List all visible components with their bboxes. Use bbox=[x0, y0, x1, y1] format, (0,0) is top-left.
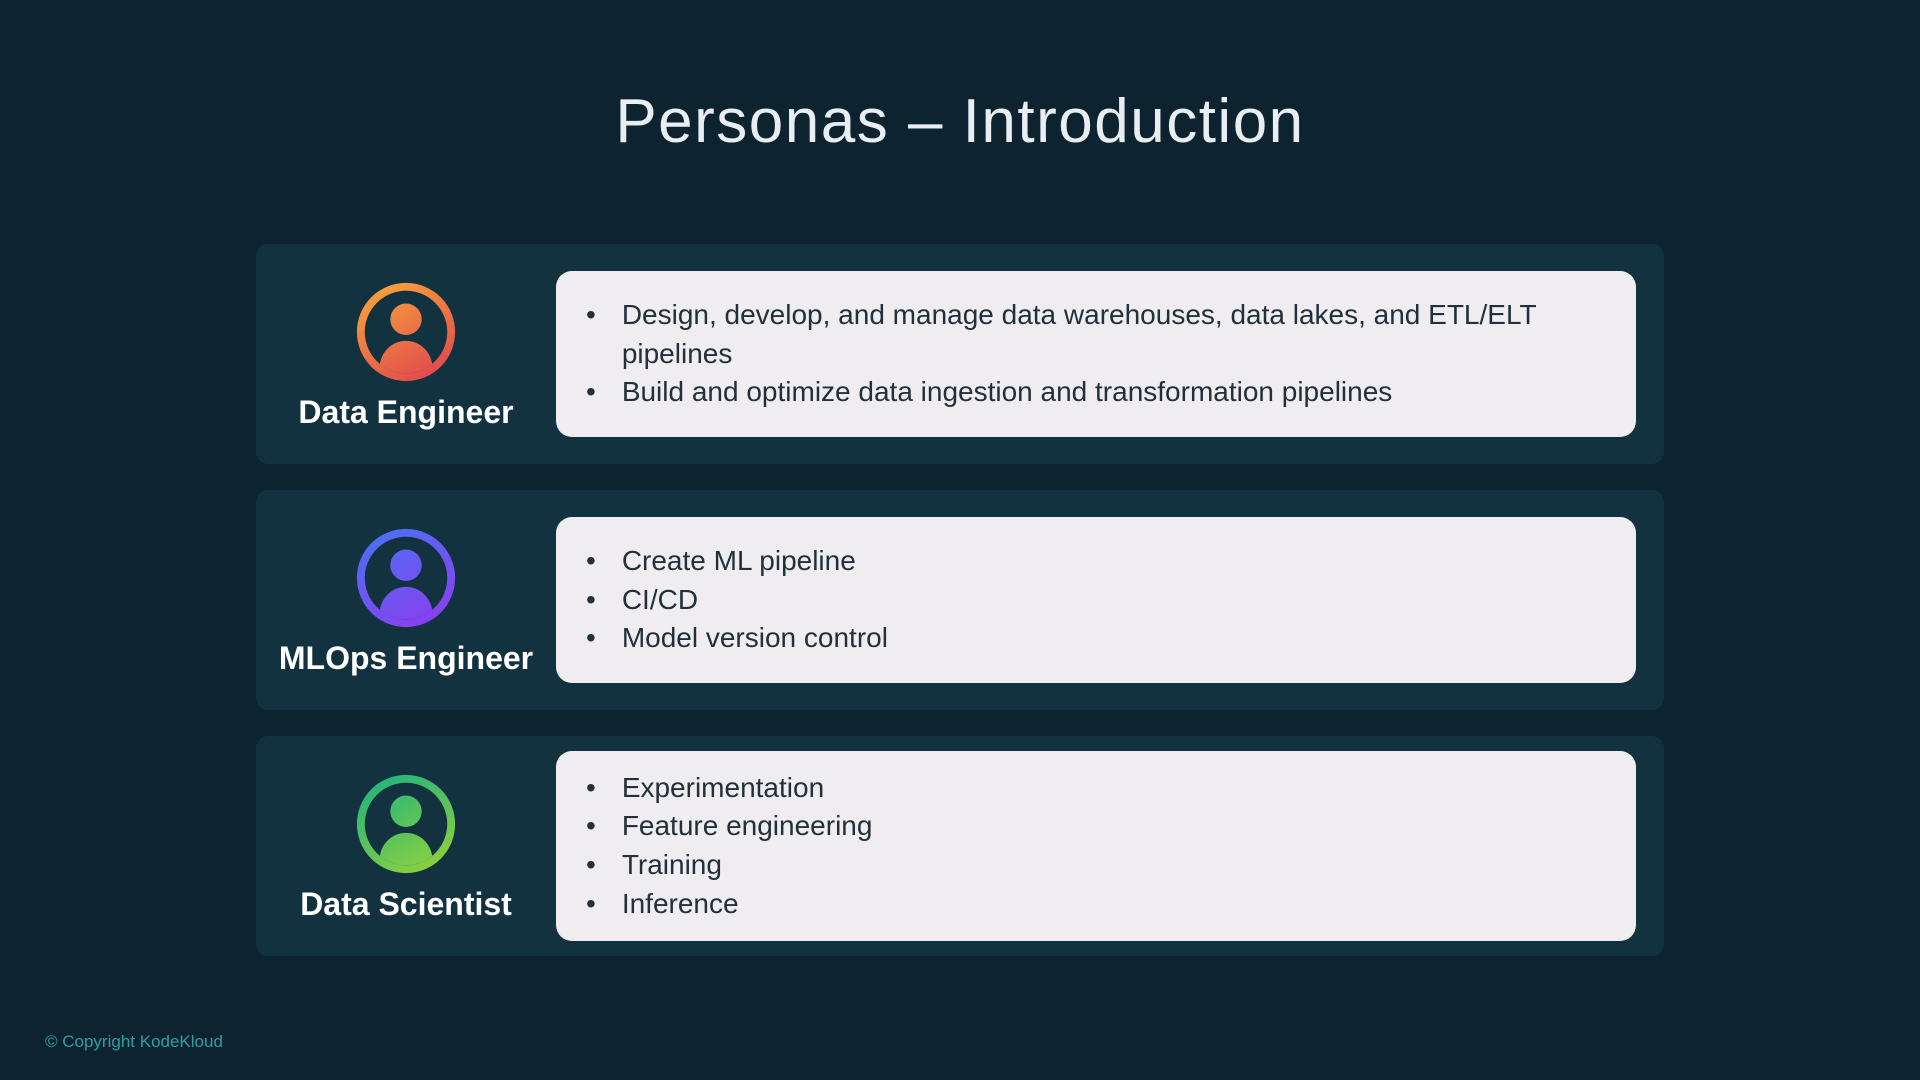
person-icon bbox=[356, 528, 456, 627]
persona-name: Data Engineer bbox=[298, 393, 514, 430]
bullet-item: Build and optimize data ingestion and tr… bbox=[586, 373, 1606, 412]
bullet-item: Design, develop, and manage data warehou… bbox=[586, 296, 1606, 373]
persona-column: MLOps Engineer bbox=[256, 524, 556, 677]
bullet-item: Experimentation bbox=[586, 769, 1606, 808]
bullets-card: Experimentation Feature engineering Trai… bbox=[556, 750, 1636, 942]
bullets-card: Create ML pipeline CI/CD Model version c… bbox=[556, 517, 1636, 683]
bullet-list: Create ML pipeline CI/CD Model version c… bbox=[586, 542, 1606, 658]
persona-name: MLOps Engineer bbox=[278, 639, 534, 676]
person-icon bbox=[356, 774, 456, 873]
persona-row-data-scientist: Data Scientist Experimentation Feature e… bbox=[256, 736, 1664, 956]
bullet-item: Feature engineering bbox=[586, 807, 1606, 846]
person-icon bbox=[356, 282, 456, 381]
persona-column: Data Scientist bbox=[256, 770, 556, 923]
persona-row-data-engineer: Data Engineer Design, develop, and manag… bbox=[256, 244, 1664, 464]
bullet-item: Training bbox=[586, 846, 1606, 885]
bullet-item: Create ML pipeline bbox=[586, 542, 1606, 581]
persona-column: Data Engineer bbox=[256, 278, 556, 431]
bullet-item: Inference bbox=[586, 885, 1606, 924]
copyright-notice: © Copyright KodeKloud bbox=[45, 1032, 223, 1051]
page-title: Personas – Introduction bbox=[615, 87, 1305, 156]
bullet-list: Experimentation Feature engineering Trai… bbox=[586, 769, 1606, 924]
bullet-item: CI/CD bbox=[586, 581, 1606, 620]
persona-name: Data Scientist bbox=[300, 885, 512, 922]
bullet-item: Model version control bbox=[586, 619, 1606, 658]
persona-rows: Data Engineer Design, develop, and manag… bbox=[256, 244, 1664, 956]
bullet-list: Design, develop, and manage data warehou… bbox=[586, 296, 1606, 412]
bullets-card: Design, develop, and manage data warehou… bbox=[556, 271, 1636, 437]
persona-row-mlops-engineer: MLOps Engineer Create ML pipeline CI/CD … bbox=[256, 490, 1664, 710]
